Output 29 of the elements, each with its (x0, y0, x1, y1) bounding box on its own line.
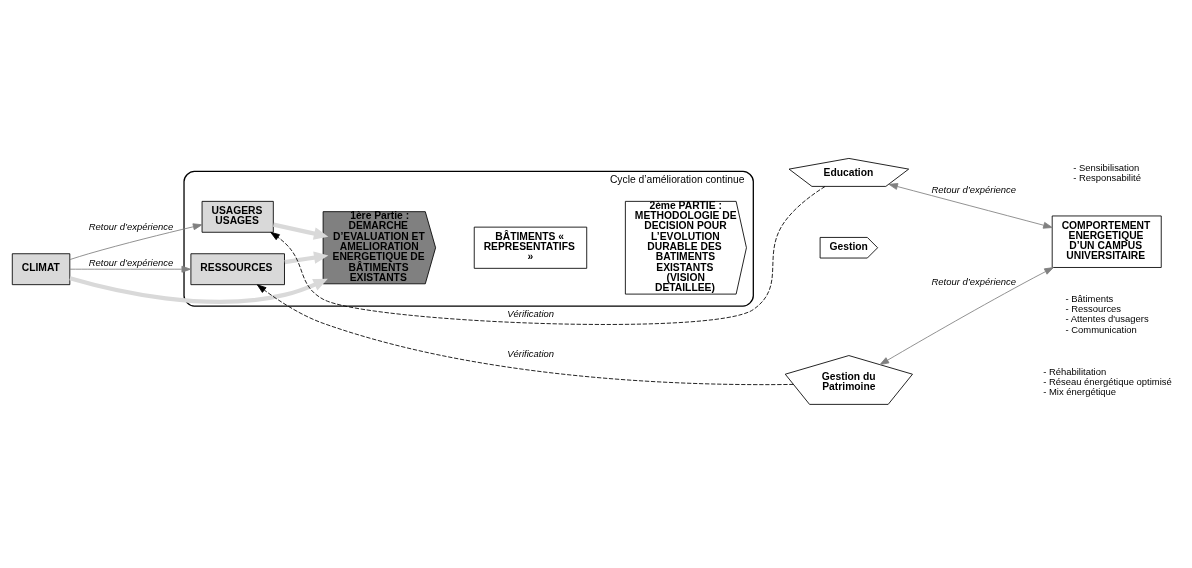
node-label: - Responsabilité (1073, 172, 1141, 184)
node-box: RESSOURCES (190, 253, 285, 286)
node-box: CLIMAT (11, 253, 71, 286)
arrow (284, 251, 329, 265)
node-label: - Attentes d'usagers (1065, 313, 1149, 325)
arrow (69, 265, 191, 273)
node-label: - Réseau énergétique optimisé (1043, 375, 1172, 387)
arrow (879, 267, 1054, 366)
edge-label: Vérification (507, 348, 554, 360)
node-label: - Réhabilitation (1043, 365, 1107, 377)
node-label: - Bâtiments (1065, 292, 1114, 304)
node-label: - Communication (1065, 323, 1137, 335)
arrow (69, 223, 203, 260)
arrow (888, 183, 1053, 229)
edge-label: Retour d’expérience (88, 220, 174, 232)
node-box: BÂTIMENTS « REPRESENTATIFS » (473, 226, 588, 269)
node-box: COMPORTEMENT ENERGETIQUE D’UN CAMPUS UNIVERSITAIRE (1051, 215, 1162, 268)
arrow (69, 276, 328, 304)
arrow (270, 186, 826, 325)
node-label: - Ressources (1065, 302, 1122, 314)
arrow (273, 222, 329, 240)
node-label: - Mix énergétique (1043, 386, 1117, 398)
arrow (256, 284, 794, 386)
edge-label: Retour d’expérience (88, 256, 174, 268)
node-label: - Sensibilisation (1073, 162, 1140, 174)
edge-label: Retour d’expérience (931, 183, 1017, 195)
node-box: USAGERS USAGES (201, 200, 274, 233)
edge-label: Retour d’expérience (931, 276, 1017, 288)
edge-label: Vérification (507, 308, 554, 320)
